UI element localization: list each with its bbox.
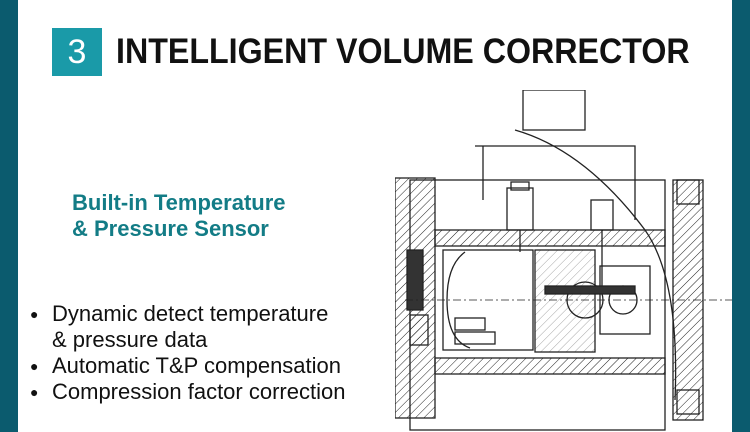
flowmeter-cross-section-drawing — [395, 90, 732, 431]
left-frame-bar — [0, 0, 18, 432]
feature-item: ● Automatic T&P compensation — [30, 353, 345, 379]
sensor-heading-line-1: Built-in Temperature — [72, 190, 286, 215]
header: 3 INTELLIGENT VOLUME CORRECTOR — [52, 28, 740, 76]
sensor-heading-line-2: & Pressure Sensor — [72, 216, 269, 241]
feature-text: & pressure data — [52, 327, 208, 352]
feature-text: Automatic T&P compensation — [52, 353, 342, 378]
bullet-icon: ● — [30, 358, 39, 374]
right-frame-bar — [732, 0, 750, 432]
feature-text: Compression factor correction — [52, 379, 346, 404]
feature-item: ● Compression factor correction — [30, 379, 345, 405]
page-title: INTELLIGENT VOLUME CORRECTOR — [116, 32, 690, 71]
feature-list: ● Dynamic detect temperature & pressure … — [30, 301, 345, 405]
bullet-icon: ● — [30, 306, 39, 322]
feature-item-continuation: & pressure data — [30, 327, 345, 353]
section-number-badge: 3 — [52, 28, 102, 76]
bullet-icon: ● — [30, 384, 39, 400]
sensor-heading: Built-in Temperature & Pressure Sensor — [72, 190, 286, 242]
feature-item: ● Dynamic detect temperature — [30, 301, 345, 327]
feature-text: Dynamic detect temperature — [52, 301, 329, 326]
